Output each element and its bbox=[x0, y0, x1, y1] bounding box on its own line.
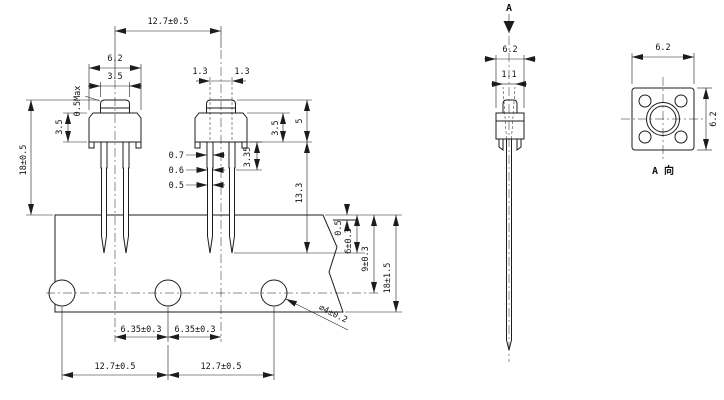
front-view: 12.7±0.5 6.2 3.5 0.5Max 3.5 bbox=[19, 17, 402, 380]
dim-label: 3.5 bbox=[55, 119, 65, 134]
corner-post bbox=[638, 94, 652, 108]
dim-label: 1.1 bbox=[501, 70, 516, 80]
dim-label: 1.3 bbox=[192, 67, 207, 77]
dim-overall-height: 18±0.5 bbox=[19, 99, 99, 216]
dim-label: 12.7±0.5 bbox=[148, 17, 189, 27]
side-view: A 6.2 1.1 bbox=[484, 3, 536, 362]
dim-label: 0.5 bbox=[169, 181, 184, 191]
switch-lead bbox=[100, 141, 108, 254]
dim-label: 9±0.3 bbox=[361, 246, 371, 272]
dim-label: 6.2 bbox=[709, 111, 719, 126]
corner-post bbox=[638, 130, 652, 144]
switch-button bbox=[100, 99, 130, 114]
switch-lead bbox=[206, 141, 214, 254]
switch-body-side bbox=[495, 112, 525, 140]
dim-flash-max: 0.5Max bbox=[73, 86, 101, 117]
dim-top-height: 6.2 bbox=[697, 87, 719, 151]
dim-label: 1.3 bbox=[234, 67, 249, 77]
dim-body-height-left: 3.5 bbox=[55, 112, 87, 143]
dim-label: 12.7±0.5 bbox=[95, 362, 136, 372]
dim-lead-offsets: 1.3 1.3 bbox=[192, 67, 250, 140]
dim-label: 0.7 bbox=[169, 151, 184, 161]
dim-label: 3.35 bbox=[243, 147, 253, 167]
dim-body-width: 6.2 bbox=[88, 54, 142, 110]
corner-post bbox=[674, 130, 688, 144]
switch-2 bbox=[194, 99, 248, 254]
dim-label: 18±1.5 bbox=[383, 263, 393, 294]
dim-label: 3.5 bbox=[271, 120, 281, 135]
dim-label: 6.2 bbox=[655, 43, 670, 53]
dim-label: 0.5 bbox=[334, 220, 344, 235]
corner-post bbox=[674, 94, 688, 108]
dim-label: 6.35±0.3 bbox=[121, 325, 162, 335]
dim-label: 18±0.5 bbox=[19, 145, 29, 176]
dim-label: 0.5Max bbox=[73, 86, 83, 117]
dim-lead-widths: 0.7 0.6 0.5 bbox=[169, 151, 225, 191]
dim-label: 6.2 bbox=[502, 45, 517, 55]
dim-label: 6±0.3 bbox=[344, 228, 354, 254]
carrier-tape bbox=[48, 214, 344, 313]
dim-lead-shoulder: 3.35 bbox=[236, 141, 262, 171]
dim-hole-offsets: 6.35±0.3 6.35±0.3 bbox=[115, 307, 221, 342]
dim-lead-thickness: 1.1 bbox=[491, 70, 527, 140]
switch-button-side bbox=[502, 99, 518, 114]
dim-label: 5 bbox=[295, 118, 305, 123]
dim-pitch-bottom: 12.7±0.5 12.7±0.5 bbox=[61, 307, 275, 380]
view-a-label: A 向 bbox=[652, 164, 674, 177]
dim-label: 3.5 bbox=[107, 72, 122, 82]
dim-label: 12.7±0.5 bbox=[201, 362, 242, 372]
dim-label: 13.3 bbox=[295, 183, 305, 203]
dim-label: 6.35±0.3 bbox=[175, 325, 216, 335]
switch-lead bbox=[228, 141, 236, 254]
section-label: A bbox=[506, 3, 512, 14]
dim-tape-stack: 0.5 6±0.3 9±0.3 18±1.5 bbox=[325, 204, 402, 313]
dim-label: 6.2 bbox=[107, 54, 122, 64]
switch-lead bbox=[122, 141, 130, 254]
switch-1 bbox=[88, 99, 142, 254]
top-view: 6.2 6.2 A 向 bbox=[621, 43, 719, 177]
dim-top-width: 6.2 bbox=[631, 43, 695, 84]
dim-right-stack: 3.5 5 13.3 bbox=[234, 99, 365, 254]
dim-button-width: 3.5 bbox=[88, 72, 142, 97]
dim-label: 0.6 bbox=[169, 166, 184, 176]
